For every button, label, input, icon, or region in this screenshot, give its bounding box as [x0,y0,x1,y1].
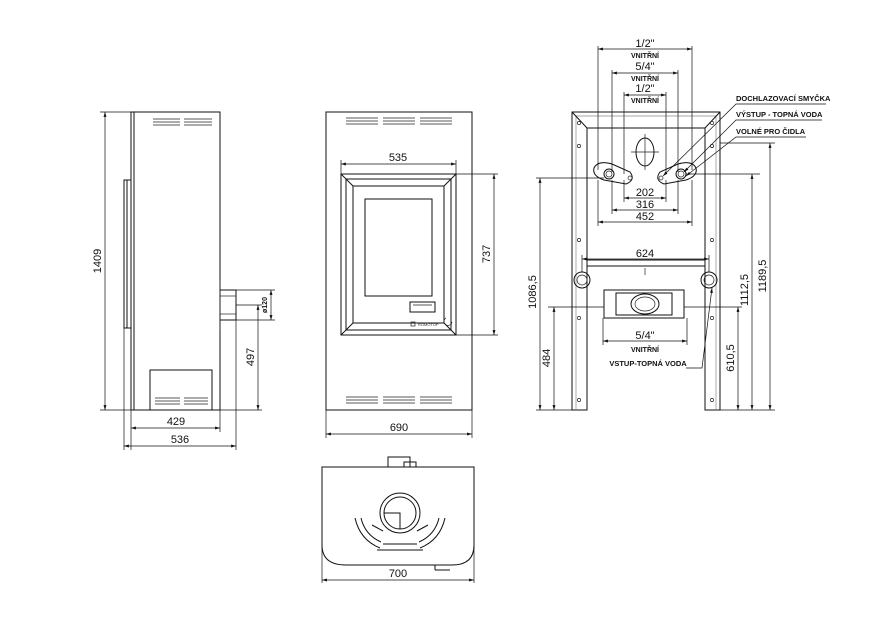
rear-view: 1/2" VNITŘNÍ 5/4" VNITŘNÍ 1/2" VNITŘNÍ 2… [527,38,831,411]
thread-2-label: 5/4" [635,61,654,73]
depth-inner-label: 429 [167,416,185,428]
dim-610-label: 610,5 [725,344,737,372]
ash-box-vent [155,397,208,405]
rear-flue-plate [603,289,685,319]
top-flue-outer [379,492,421,534]
dim-1189-label: 1189,5 [757,260,769,293]
rear-frame [571,111,721,411]
front-view: ROMOTOP 535 737 690 [325,111,498,438]
bottom-thread-note: VNITŘNÍ [631,345,660,354]
door-glass [364,198,433,297]
connection-height-label: 497 [245,348,257,366]
bottom-water-inlet-label: VSTUP-TOPNÁ VODA [609,359,687,368]
side-pipe-stub [219,289,237,321]
label-sensor-port: VOLNÉ PRO ČIDLA [736,127,806,136]
dim-1112-label: 1112,5 [739,274,751,306]
side-view: 1409 497 ø120 429 536 [92,111,275,450]
top-air-slots [354,517,446,551]
front-vent-bottom [346,396,452,404]
label-cooling-loop: DOCHLAZOVACÍ SMYČKA [736,94,831,103]
dim-1086-label: 1086,5 [527,275,539,309]
pipe-diameter-label: ø120 [262,297,269,313]
top-width-label: 700 [389,568,407,580]
rear-bottom-left-port [573,271,591,289]
stove-door [340,173,457,336]
thread-1-label: 1/2" [635,38,654,50]
rear-flue-outlet [630,293,660,315]
thread-1-note: VNITŘNÍ [631,51,660,60]
door-handle [409,301,436,313]
door-logo-icon [443,317,453,326]
top-view: 700 [321,456,475,583]
dim-484-label: 484 [541,349,553,367]
dim-202-label: 202 [636,187,654,199]
dim-316-label: 316 [636,199,654,211]
thread-3-note: VNITŘNÍ [631,96,660,105]
bottom-thread-label: 5/4" [635,330,654,342]
ash-box [149,369,213,411]
brand-label: ROMOTOP [418,322,439,327]
rear-bottom-right-port [700,271,718,289]
door-width-label: 535 [389,152,407,164]
label-water-outlet: VÝSTUP - TOPNÁ VODA [736,110,823,119]
thread-3-label: 1/2" [635,83,654,95]
side-height-label: 1409 [92,249,104,273]
side-vent-top [153,118,212,126]
front-width-label: 690 [390,422,408,434]
rear-boss-left [593,162,633,185]
rear-boss-right [657,162,697,185]
thread-2-note: VNITŘNÍ [631,74,660,83]
door-height-label: 737 [481,245,493,263]
dim-452-label: 452 [636,211,654,223]
front-vent-top [346,117,452,125]
dim-624-label: 624 [636,248,654,260]
depth-total-label: 536 [171,434,189,446]
